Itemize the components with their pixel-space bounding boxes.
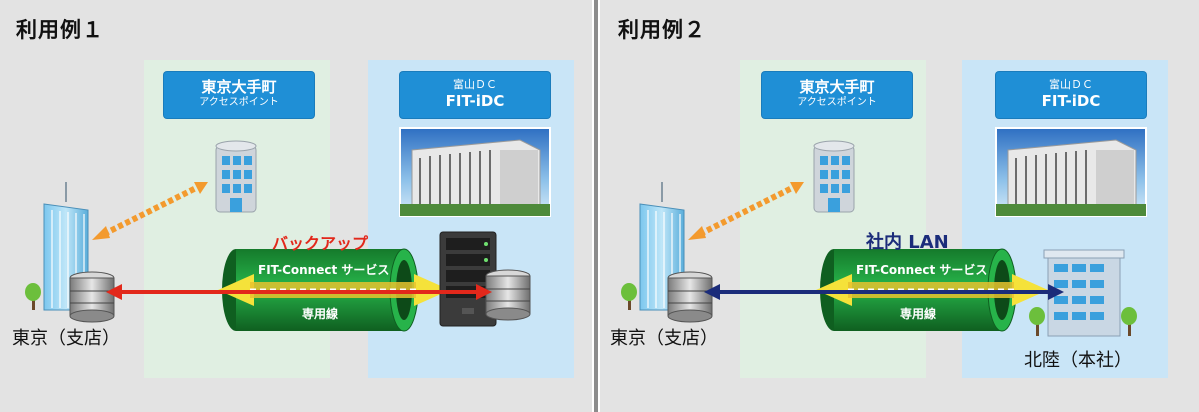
panel-title-2: 利用例２ (618, 18, 706, 42)
line-label-1: 専用線 (302, 307, 339, 321)
storage-server-right-1 (485, 269, 531, 321)
backup-label: バックアップ (272, 234, 369, 253)
tokyo-branch-label-1: 東京（支店） (12, 328, 120, 349)
datacenter-line1: 富山ＤＣ (453, 78, 497, 91)
datacenter-line2: FIT-iDC (1041, 92, 1101, 110)
tree-2 (621, 283, 637, 310)
server-tower-1 (439, 231, 497, 327)
storage-server-left-1 (69, 271, 115, 323)
panel-divider (592, 0, 600, 412)
datacenter-photo-1 (399, 127, 551, 217)
datacenter-label-2: 富山ＤＣ FIT-iDC (996, 72, 1146, 118)
datacenter-line2: FIT-iDC (445, 92, 505, 110)
access-point-sub: アクセスポイント (199, 97, 279, 108)
line-label-2: 専用線 (900, 307, 937, 321)
lan-label: 社内 LAN (866, 232, 949, 253)
hq-building-2 (1029, 249, 1137, 337)
access-point-building-1 (215, 140, 257, 213)
access-point-name: 東京大手町 (201, 78, 277, 96)
backup-arrow-1 (106, 284, 492, 300)
hokuriku-hq-label: 北陸（本社） (1024, 350, 1132, 371)
datacenter-label-1: 富山ＤＣ FIT-iDC (400, 72, 550, 118)
access-point-sub: アクセスポイント (797, 97, 877, 108)
service-label-2: FIT-Connect サービス (856, 263, 988, 277)
datacenter-line1: 富山ＤＣ (1049, 78, 1093, 91)
dashed-link-2 (688, 182, 804, 240)
panel-title-1: 利用例１ (16, 18, 104, 42)
service-label-1: FIT-Connect サービス (258, 263, 390, 277)
datacenter-photo-2 (995, 127, 1147, 217)
access-point-label-2: 東京大手町 アクセスポイント (762, 72, 912, 118)
tokyo-branch-label-2: 東京（支店） (610, 328, 718, 349)
access-point-label-1: 東京大手町 アクセスポイント (164, 72, 314, 118)
lan-arrow-2 (704, 284, 1064, 300)
dashed-link-1 (92, 182, 208, 240)
storage-server-left-2 (667, 271, 713, 323)
access-point-building-2 (813, 140, 855, 213)
access-point-name: 東京大手町 (799, 78, 875, 96)
tree-1 (25, 283, 41, 310)
